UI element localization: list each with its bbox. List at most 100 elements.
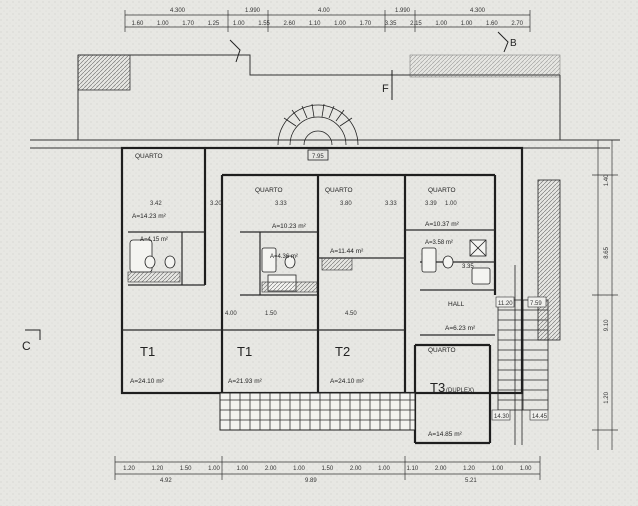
area-living-t2: A=24.10 m² bbox=[330, 378, 365, 385]
dim-right-value: 1.20 bbox=[604, 391, 610, 403]
dim-bottom-value: 1.50 bbox=[180, 466, 192, 472]
area-quarto-2: A=10.23 m² bbox=[272, 223, 307, 230]
right-dimension-lines bbox=[592, 140, 618, 450]
unit-label-t2: T2 bbox=[335, 344, 350, 359]
dim-top-value: 2.15 bbox=[410, 21, 422, 27]
dim-bottom-value: 1.20 bbox=[123, 466, 135, 472]
dim-top-value: 1.00 bbox=[461, 21, 473, 27]
level-box-right-2 bbox=[527, 296, 547, 308]
area-hall: A=6.23 m² bbox=[445, 325, 476, 332]
dim-top-total-a: 4.300 bbox=[170, 8, 186, 14]
tiled-terrace bbox=[219, 392, 416, 431]
dim-top-value: 1.00 bbox=[334, 21, 346, 27]
dim-room-width: 3.80 bbox=[340, 201, 352, 207]
dim-top-value: 1.55 bbox=[258, 21, 270, 27]
dim-room-width: 3.20 bbox=[210, 201, 222, 207]
dim-top-value: 2.70 bbox=[511, 21, 523, 27]
dim-bottom-value: 1.10 bbox=[407, 466, 419, 472]
area-living-t1a: A=24.10 m² bbox=[130, 378, 165, 385]
dim-right-value: 1.40 bbox=[604, 174, 610, 186]
dim-right-value: 9.10 bbox=[604, 319, 610, 331]
unit-label-t1b: T1 bbox=[237, 344, 252, 359]
kitchen-counter-t2 bbox=[321, 257, 353, 271]
bottom-dimension-lines bbox=[114, 456, 541, 480]
dim-bottom-value: 1.20 bbox=[463, 466, 475, 472]
room-label-quarto-2: QUARTO bbox=[255, 187, 283, 194]
dim-top-value: 2.60 bbox=[284, 21, 296, 27]
dim-room-width: 1.50 bbox=[265, 311, 277, 317]
dim-bottom-value: 1.20 bbox=[152, 466, 164, 472]
dim-top-value: 1.00 bbox=[157, 21, 169, 27]
area-quarto-4: A=10.37 m² bbox=[425, 221, 460, 228]
spiral-stair bbox=[277, 103, 359, 161]
section-markers bbox=[25, 31, 509, 340]
unit-label-t3: T3 bbox=[430, 380, 445, 395]
dim-bottom-value: 2.00 bbox=[435, 466, 447, 472]
area-quarto-3: A=11.44 m² bbox=[330, 248, 364, 255]
level-box-bottom-1 bbox=[491, 409, 511, 421]
dim-top-value: 3.35 bbox=[385, 21, 397, 27]
room-label-hall: HALL bbox=[448, 301, 465, 308]
dim-bottom-value: 1.00 bbox=[208, 466, 220, 472]
dim-bottom-total-c: 5.21 bbox=[465, 478, 477, 484]
unit-label-t3-note: (DUPLEX) bbox=[446, 388, 474, 394]
dim-top-row: 1.60 1.00 1.70 1.25 1.00 1.55 2.60 1.10 1.00 1.70… bbox=[132, 21, 524, 27]
dim-bottom-value: 1.00 bbox=[520, 466, 532, 472]
section-marker-b: B bbox=[510, 38, 517, 49]
hatched-wall-right bbox=[409, 54, 561, 78]
dim-top-total-e: 4.300 bbox=[470, 8, 486, 14]
room-label-quarto-1: QUARTO bbox=[135, 153, 163, 160]
dim-top-value: 1.70 bbox=[359, 21, 371, 27]
dim-room-width: 3.33 bbox=[385, 201, 397, 207]
level-box-right-1 bbox=[495, 296, 515, 308]
dim-room-width: 3.39 bbox=[425, 201, 437, 207]
level-box-bottom-2 bbox=[529, 409, 549, 421]
top-dimension-lines bbox=[124, 10, 531, 32]
kitchen-counter-t1b bbox=[261, 281, 318, 293]
dim-top-value: 1.00 bbox=[435, 21, 447, 27]
dim-bottom-value: 1.00 bbox=[293, 466, 305, 472]
section-marker-f: F bbox=[382, 83, 389, 95]
dim-bottom-value: 1.00 bbox=[378, 466, 390, 472]
level-right-2: 7.59 bbox=[530, 301, 542, 307]
dim-top-total-d: 1.990 bbox=[395, 8, 411, 14]
dim-bottom-total-a: 4.92 bbox=[160, 478, 172, 484]
dim-right-col: 1.40 8.65 9.10 1.20 bbox=[604, 174, 610, 404]
dim-room-width: 3.42 bbox=[150, 201, 162, 207]
area-living-t1b: A=21.93 m² bbox=[228, 378, 263, 385]
dim-room-width: 4.50 bbox=[345, 311, 357, 317]
area-wc-4: 3.35 bbox=[462, 264, 474, 270]
dim-top-value: 1.25 bbox=[208, 21, 220, 27]
room-label-quarto-5: QUARTO bbox=[428, 347, 456, 354]
dim-top-value: 1.60 bbox=[132, 21, 144, 27]
dim-bottom-value: 1.50 bbox=[322, 466, 334, 472]
area-quarto-1: A=14.23 m² bbox=[132, 213, 167, 220]
unit-label-t1a: T1 bbox=[140, 344, 155, 359]
dim-bottom-row: 1.20 1.20 1.50 1.00 1.00 2.00 1.00 1.50 2.00 1.00… bbox=[123, 466, 532, 472]
dim-room-width: 4.00 bbox=[225, 311, 237, 317]
area-bath-4: A=3.58 m² bbox=[425, 240, 453, 246]
dim-room-width: 1.00 bbox=[445, 201, 457, 207]
dim-top-value: 1.70 bbox=[182, 21, 194, 27]
dim-top-total-c: 4.00 bbox=[318, 8, 330, 14]
dim-bottom-value: 2.00 bbox=[265, 466, 277, 472]
room-label-quarto-3: QUARTO bbox=[325, 187, 353, 194]
level-bottom-2: 14.45 bbox=[532, 414, 548, 420]
section-marker-c: C bbox=[22, 339, 31, 353]
room-label-quarto-4: QUARTO bbox=[428, 187, 456, 194]
dim-bottom-value: 1.00 bbox=[237, 466, 249, 472]
dim-right-value: 8.65 bbox=[604, 246, 610, 258]
kitchen-counter-t1a bbox=[127, 271, 181, 283]
level-bottom-1: 14.30 bbox=[494, 414, 510, 420]
area-bath-1: A=4.15 m² bbox=[140, 237, 168, 243]
dim-top-value: 1.10 bbox=[309, 21, 321, 27]
dim-bottom-value: 2.00 bbox=[350, 466, 362, 472]
hatched-retaining-wall bbox=[77, 54, 131, 91]
area-living-t3: A=14.85 m² bbox=[428, 431, 463, 438]
level-right-1: 11.20 bbox=[498, 301, 513, 307]
dim-top-total-b: 1.990 bbox=[245, 8, 261, 14]
area-bath-2: A=4.36 m² bbox=[270, 254, 298, 260]
dim-bottom-value: 1.00 bbox=[492, 466, 504, 472]
